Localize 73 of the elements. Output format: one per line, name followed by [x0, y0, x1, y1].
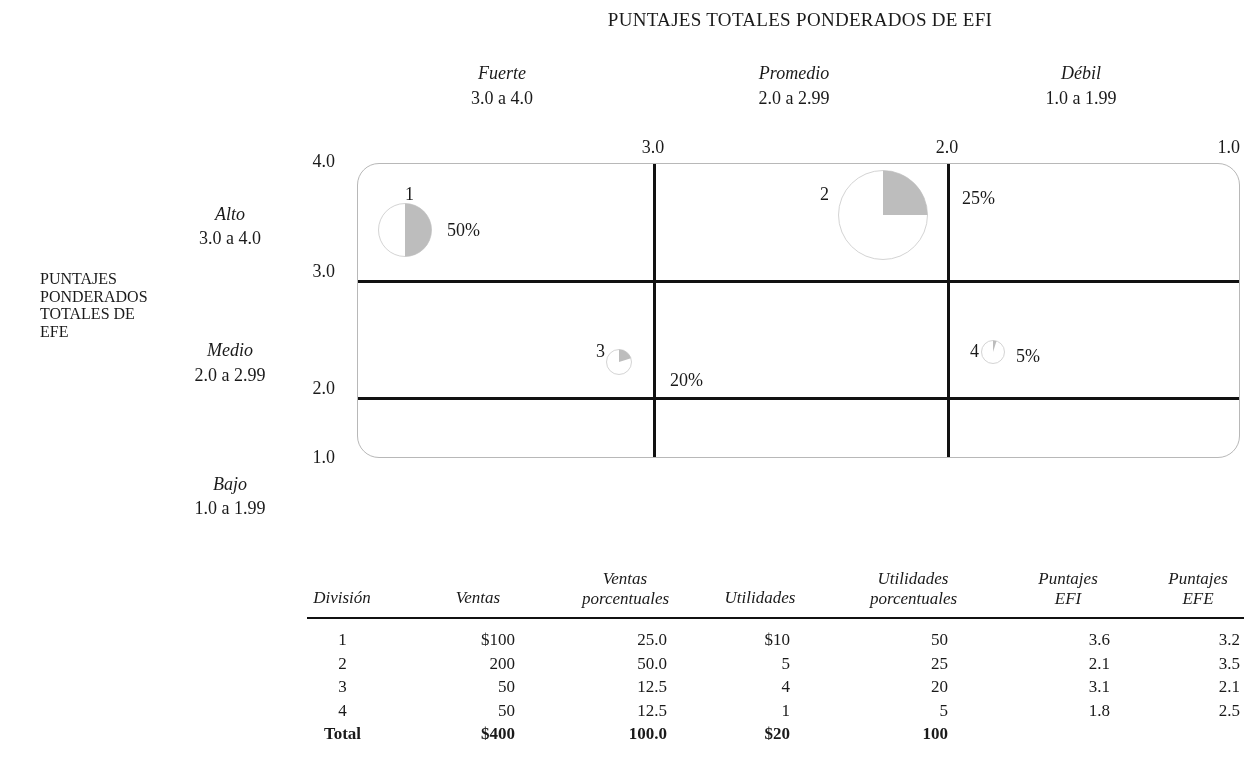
- pie-circle: [378, 203, 432, 257]
- division-number: 4: [970, 341, 979, 362]
- pie-circle: [981, 340, 1005, 364]
- table-cell-text: 3.2: [1217, 629, 1240, 651]
- table-cell-text: 3.6: [1087, 629, 1110, 651]
- axis-tick: 3.0: [641, 137, 665, 159]
- table-cell-text: 4: [337, 699, 348, 722]
- table-cell-text: 50: [497, 699, 515, 722]
- table-cell-text: 3.1: [1087, 676, 1110, 698]
- percent-label: 20%: [670, 370, 703, 391]
- table-cell-text: Total: [322, 723, 363, 745]
- table-cell-text: 100: [921, 723, 948, 745]
- row-heading: Bajo: [213, 474, 247, 496]
- table-cell-text: 20: [930, 676, 948, 698]
- table-cell-text: 1: [337, 629, 348, 651]
- column-heading: Promedio: [758, 63, 830, 85]
- axis-tick: 4.0: [312, 151, 335, 173]
- table-cell-text: 5: [938, 699, 948, 722]
- table-header: Ventas: [454, 588, 502, 608]
- table-header: Puntajes EFI: [1037, 568, 1099, 608]
- division-number: 3: [596, 341, 605, 362]
- division-number: 2: [820, 184, 829, 205]
- table-cell-text: 12.5: [636, 676, 667, 698]
- table-cell-text: 2: [337, 652, 348, 675]
- table-cell-text: $20: [763, 723, 790, 745]
- range-label: 1.0 a 1.99: [1045, 88, 1117, 110]
- table-cell-text: 200: [488, 652, 515, 675]
- table-cell-text: 50.0: [636, 652, 667, 675]
- percent-label: 25%: [962, 188, 995, 209]
- row-heading: Medio: [207, 340, 253, 362]
- axis-tick: 2.0: [312, 378, 335, 400]
- percent-label: 5%: [1016, 346, 1040, 367]
- table-cell-text: 12.5: [636, 699, 667, 722]
- pie-circle: [606, 349, 632, 375]
- table-cell-text: 1.8: [1087, 699, 1110, 722]
- row-heading: Alto: [215, 204, 245, 226]
- table-cell-text: 4: [780, 676, 790, 698]
- table-cell-text: 2.1: [1217, 676, 1240, 698]
- table-header: Utilidades porcentuales: [870, 568, 956, 608]
- table-cell-text: 50: [497, 676, 515, 698]
- table-header: División: [312, 588, 372, 608]
- table-header: Puntajes EFE: [1167, 568, 1229, 608]
- table-cell-text: 2.5: [1217, 699, 1240, 722]
- percent-label: 50%: [447, 220, 480, 241]
- table-cell-text: 25.0: [636, 629, 667, 651]
- column-heading: Fuerte: [478, 63, 526, 85]
- table-cell-text: $400: [480, 723, 515, 745]
- range-label: 2.0 a 2.99: [758, 88, 830, 110]
- range-label: 3.0 a 4.0: [199, 228, 261, 250]
- table-cell-text: 100.0: [627, 723, 667, 745]
- table-cell-text: 1: [780, 699, 790, 722]
- division-number: 1: [405, 184, 414, 205]
- table-cell-text: 25: [930, 652, 948, 675]
- range-label: 2.0 a 2.99: [194, 365, 266, 387]
- axis-tick: 1.0: [1217, 137, 1240, 159]
- table-cell-text: $10: [763, 629, 790, 651]
- range-label: 3.0 a 4.0: [471, 88, 533, 110]
- range-label: 1.0 a 1.99: [194, 498, 266, 520]
- table-header: Ventas porcentuales: [582, 568, 668, 608]
- table-cell-text: 3.5: [1217, 652, 1240, 675]
- axis-tick: 2.0: [935, 137, 959, 159]
- table-cell-text: 3: [337, 676, 348, 698]
- table-cell-text: 50: [930, 629, 948, 651]
- chart-title: PUNTAJES TOTALES PONDERADOS DE EFI: [607, 9, 993, 31]
- axis-tick: 3.0: [312, 261, 335, 283]
- pie-circle: [838, 170, 928, 260]
- table-cell-text: 2.1: [1087, 652, 1110, 675]
- column-heading: Débil: [1061, 63, 1101, 85]
- axis-title: PUNTAJES PONDERADOS TOTALES DE EFE: [40, 270, 149, 341]
- axis-tick: 1.0: [312, 447, 335, 469]
- table-cell-text: 5: [780, 652, 790, 675]
- table-header: Utilidades: [723, 588, 797, 608]
- table-cell-text: $100: [480, 629, 515, 651]
